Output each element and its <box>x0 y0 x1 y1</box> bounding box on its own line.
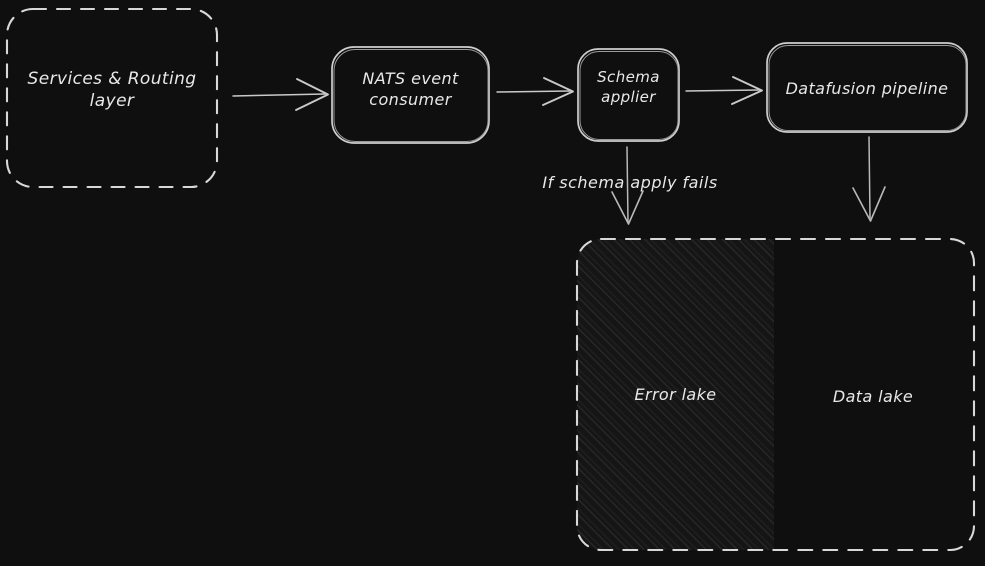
node-nats-event-consumer[interactable] <box>331 46 490 144</box>
edge-schema-to-error-lake-label: If schema apply fails <box>542 173 718 192</box>
edge-services-to-nats <box>232 78 329 111</box>
edge-schema-to-error-lake <box>611 146 644 225</box>
node-data-lake[interactable] <box>773 240 973 549</box>
node-error-lake[interactable] <box>578 240 773 549</box>
node-schema-applier[interactable] <box>577 48 680 142</box>
edge-datafusion-to-data-lake <box>852 136 886 222</box>
edge-schema-to-datafusion <box>685 76 763 105</box>
node-services-routing-layer[interactable] <box>6 8 218 188</box>
node-datafusion-pipeline[interactable] <box>766 42 968 133</box>
edge-nats-to-schema <box>496 77 574 106</box>
